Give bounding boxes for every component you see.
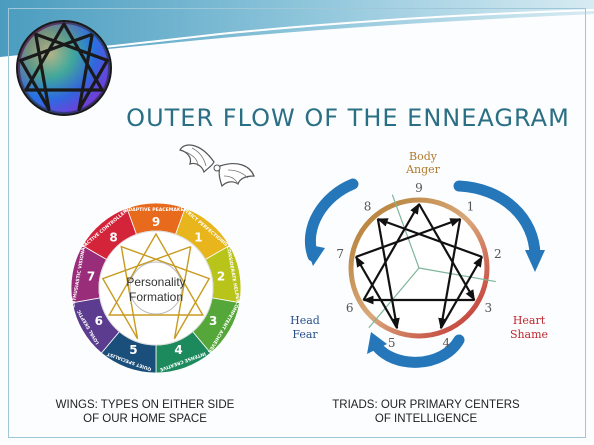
- triad-number-9: 9: [415, 181, 423, 195]
- wing-number-8: 8: [109, 230, 117, 244]
- wing-type-label-9: ADAPTIVE PEACEMAKER: [125, 207, 188, 213]
- slide-frame: [8, 8, 586, 438]
- anger-label: Anger: [406, 163, 440, 176]
- triad-number-8: 8: [364, 200, 372, 214]
- wing-number-3: 3: [209, 314, 217, 328]
- wing-number-9: 9: [152, 215, 160, 229]
- triads-caption-line1: TRIADS: OUR PRIMARY CENTERS: [332, 399, 520, 411]
- wing-number-5: 5: [129, 343, 137, 357]
- wing-number-4: 4: [174, 343, 182, 357]
- triad-number-6: 6: [346, 301, 354, 315]
- wing-number-6: 6: [95, 314, 103, 328]
- triads-caption-line2: OF INTELLIGENCE: [374, 413, 478, 425]
- body-label: Body: [409, 150, 437, 163]
- flow-arrow-right: [453, 180, 541, 262]
- triad-number-2: 2: [494, 247, 502, 261]
- wing-number-7: 7: [87, 270, 95, 284]
- head-label: Head: [290, 314, 320, 327]
- wings-caption-line2: OF OUR HOME SPACE: [83, 413, 207, 425]
- flow-arrow-bottom: [369, 334, 465, 368]
- triad-number-7: 7: [336, 247, 344, 261]
- slide-title: OUTER FLOW OF THE ENNEAGRAM: [126, 104, 570, 132]
- wing-number-1: 1: [194, 230, 202, 244]
- triad-number-3: 3: [484, 301, 492, 315]
- flow-arrow-left: [304, 178, 359, 262]
- triad-number-5: 5: [388, 336, 396, 350]
- wings-caption: WINGS: TYPES ON EITHER SIDE OF OUR HOME …: [14, 398, 276, 426]
- triads-caption: TRIADS: OUR PRIMARY CENTERS OF INTELLIGE…: [290, 398, 562, 426]
- angel-wings-icon: [179, 144, 255, 188]
- wings-caption-line1: WINGS: TYPES ON EITHER SIDE: [55, 399, 235, 411]
- triads-diagram: 1 2 3 4 5 6 7 8 9 Head Fear Heart Shame: [290, 178, 548, 368]
- triad-number-1: 1: [467, 200, 475, 214]
- body-triad-label: Body Anger: [403, 150, 443, 176]
- shame-label: Shame: [510, 328, 548, 341]
- heart-label: Heart: [513, 314, 546, 327]
- fear-label: Fear: [292, 328, 318, 341]
- triad-number-4: 4: [443, 336, 451, 350]
- formation-label: Formation: [129, 290, 183, 304]
- enneagram-logo-icon: [16, 20, 112, 116]
- wing-number-2: 2: [217, 270, 225, 284]
- personality-label: Personality: [126, 275, 185, 289]
